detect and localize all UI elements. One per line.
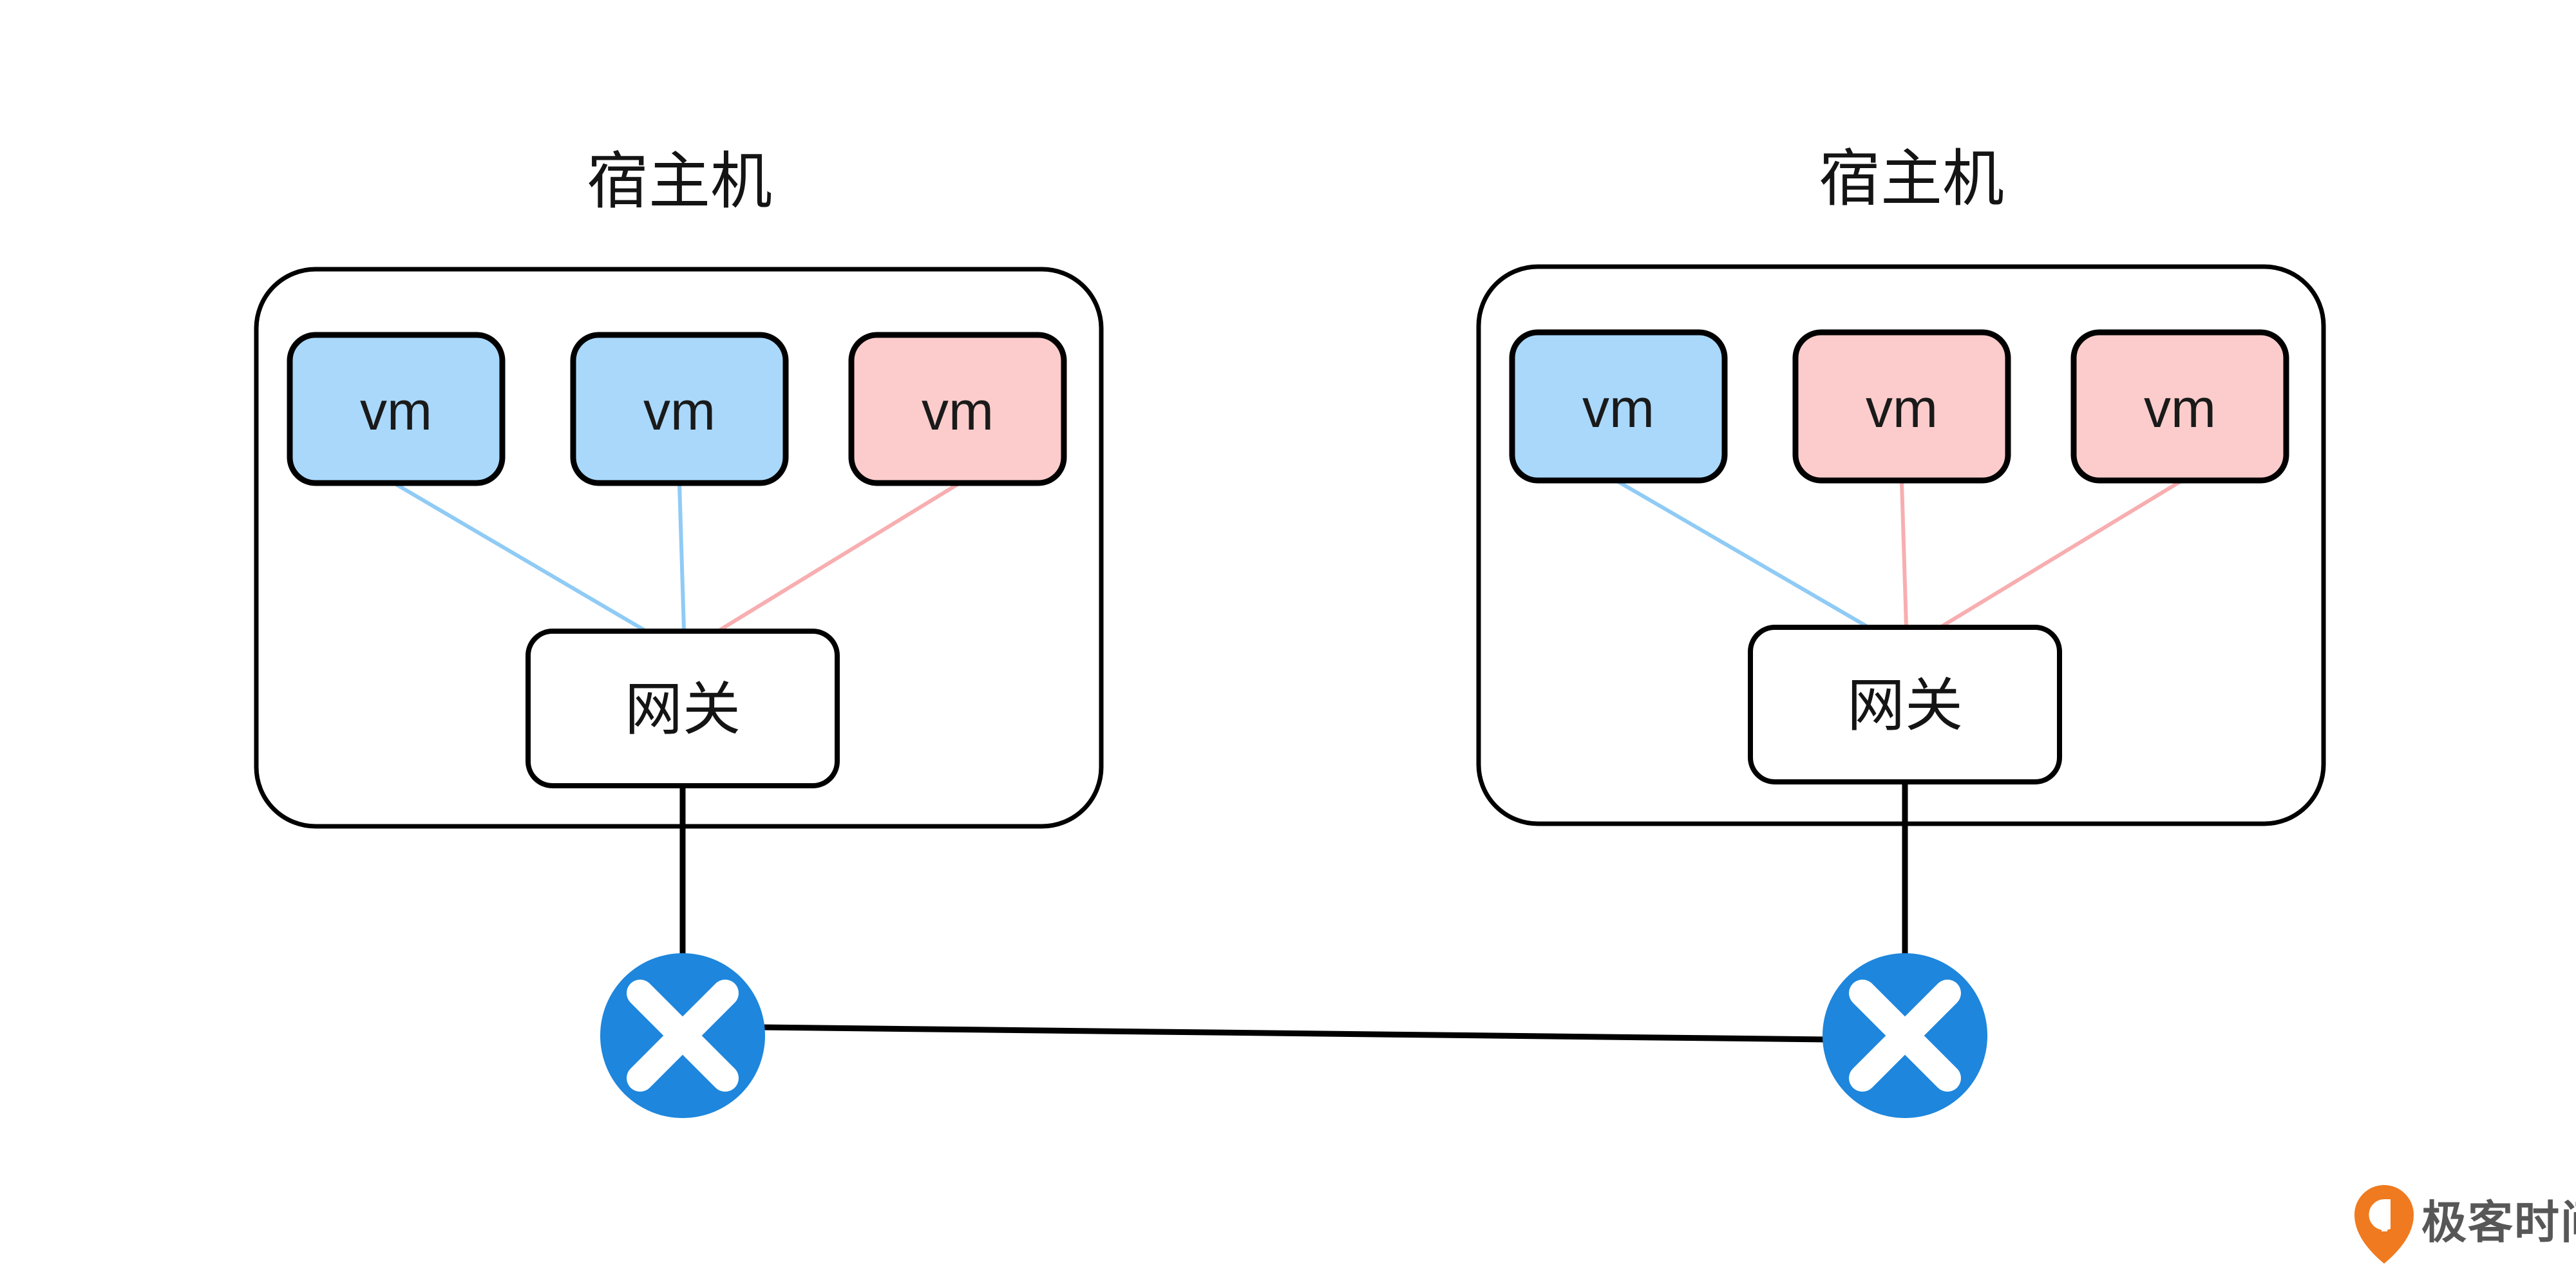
link-vm1-to-gateway-left — [395, 482, 645, 632]
vm-box-right-3-label: vm — [2144, 378, 2216, 439]
link-vm3-to-gateway-right — [1941, 480, 2181, 628]
vm-box-left-3-rect[interactable] — [848, 332, 1067, 486]
vm-box-right-2[interactable]: vm — [1792, 329, 2011, 484]
vm-box-left-2-label: vm — [643, 381, 715, 441]
vm-box-left-1-rect[interactable] — [287, 332, 506, 486]
vm-box-left-3-label: vm — [922, 381, 994, 441]
vm-box-right-1[interactable]: vm — [1509, 329, 1728, 484]
vm-box-right-1-label: vm — [1582, 378, 1654, 439]
vm-box-left-2-rect[interactable] — [570, 332, 789, 486]
vm-box-left-1-label: vm — [360, 381, 432, 441]
vm-box-left-1[interactable]: vm — [287, 332, 506, 486]
gateway-box-right[interactable]: 网关 — [1748, 625, 2062, 784]
host-right-group: 宿主机 vm vm vm 网关 — [1476, 145, 2326, 1021]
watermark-label: 极客时间 — [2421, 1197, 2576, 1248]
gateway-box-right-rect[interactable] — [1748, 625, 2062, 784]
switch-node-left[interactable] — [600, 953, 765, 1118]
vm-box-left-2[interactable]: vm — [570, 332, 789, 486]
gateway-box-left-rect[interactable] — [526, 629, 840, 788]
vm-box-right-2-rect[interactable] — [1792, 329, 2011, 484]
vm-box-right-2-label: vm — [1866, 378, 1938, 439]
vm-box-left-3[interactable]: vm — [848, 332, 1067, 486]
watermark-geektime: 极客时间 — [2354, 1185, 2576, 1264]
vm-box-right-3[interactable]: vm — [2070, 329, 2289, 484]
vm-box-right-3-rect[interactable] — [2070, 329, 2289, 484]
gateway-box-right-label: 网关 — [1847, 674, 1963, 738]
gateway-box-left[interactable]: 网关 — [526, 629, 840, 788]
host-right-title: 宿主机 — [1819, 145, 2004, 214]
host-left-group: 宿主机 vm vm vm 网关 — [254, 147, 1104, 1021]
link-vm1-to-gateway-right — [1617, 480, 1868, 628]
geektime-pin-logo-icon — [2354, 1185, 2414, 1264]
gateway-box-left-label: 网关 — [625, 678, 741, 742]
link-switch-left-to-switch-right — [761, 1024, 1828, 1043]
host-left-title: 宿主机 — [587, 147, 772, 216]
switch-node-right[interactable] — [1823, 953, 1987, 1118]
link-vm2-to-gateway-left — [677, 484, 686, 631]
link-vm3-to-gateway-left — [719, 482, 959, 632]
link-vm2-to-gateway-right — [1900, 481, 1908, 627]
close-x-icon — [1849, 980, 1961, 1092]
vm-box-right-1-rect[interactable] — [1509, 329, 1728, 484]
close-x-icon — [627, 980, 739, 1092]
